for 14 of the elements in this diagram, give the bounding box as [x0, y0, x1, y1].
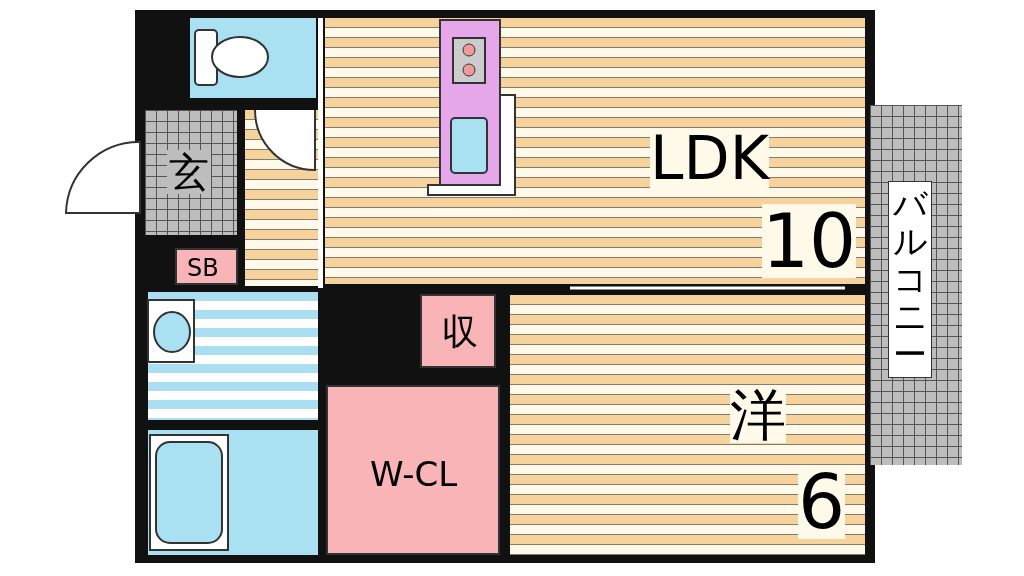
room-label: W-CL: [370, 457, 458, 491]
room-label: 収: [442, 314, 478, 350]
balcony-area: [870, 105, 962, 465]
room-label: バルコニー: [888, 181, 932, 378]
room-size: 10: [762, 204, 857, 278]
living-room-floor: [325, 18, 865, 284]
closet-area: [326, 385, 500, 555]
bedroom-floor: [510, 295, 865, 555]
room-label: 洋: [730, 387, 786, 443]
storage-area: [420, 294, 496, 368]
room-label: SB: [187, 256, 219, 280]
storage-area: [175, 248, 238, 285]
entrance-area: [145, 110, 237, 235]
room-label: 玄: [167, 150, 211, 194]
